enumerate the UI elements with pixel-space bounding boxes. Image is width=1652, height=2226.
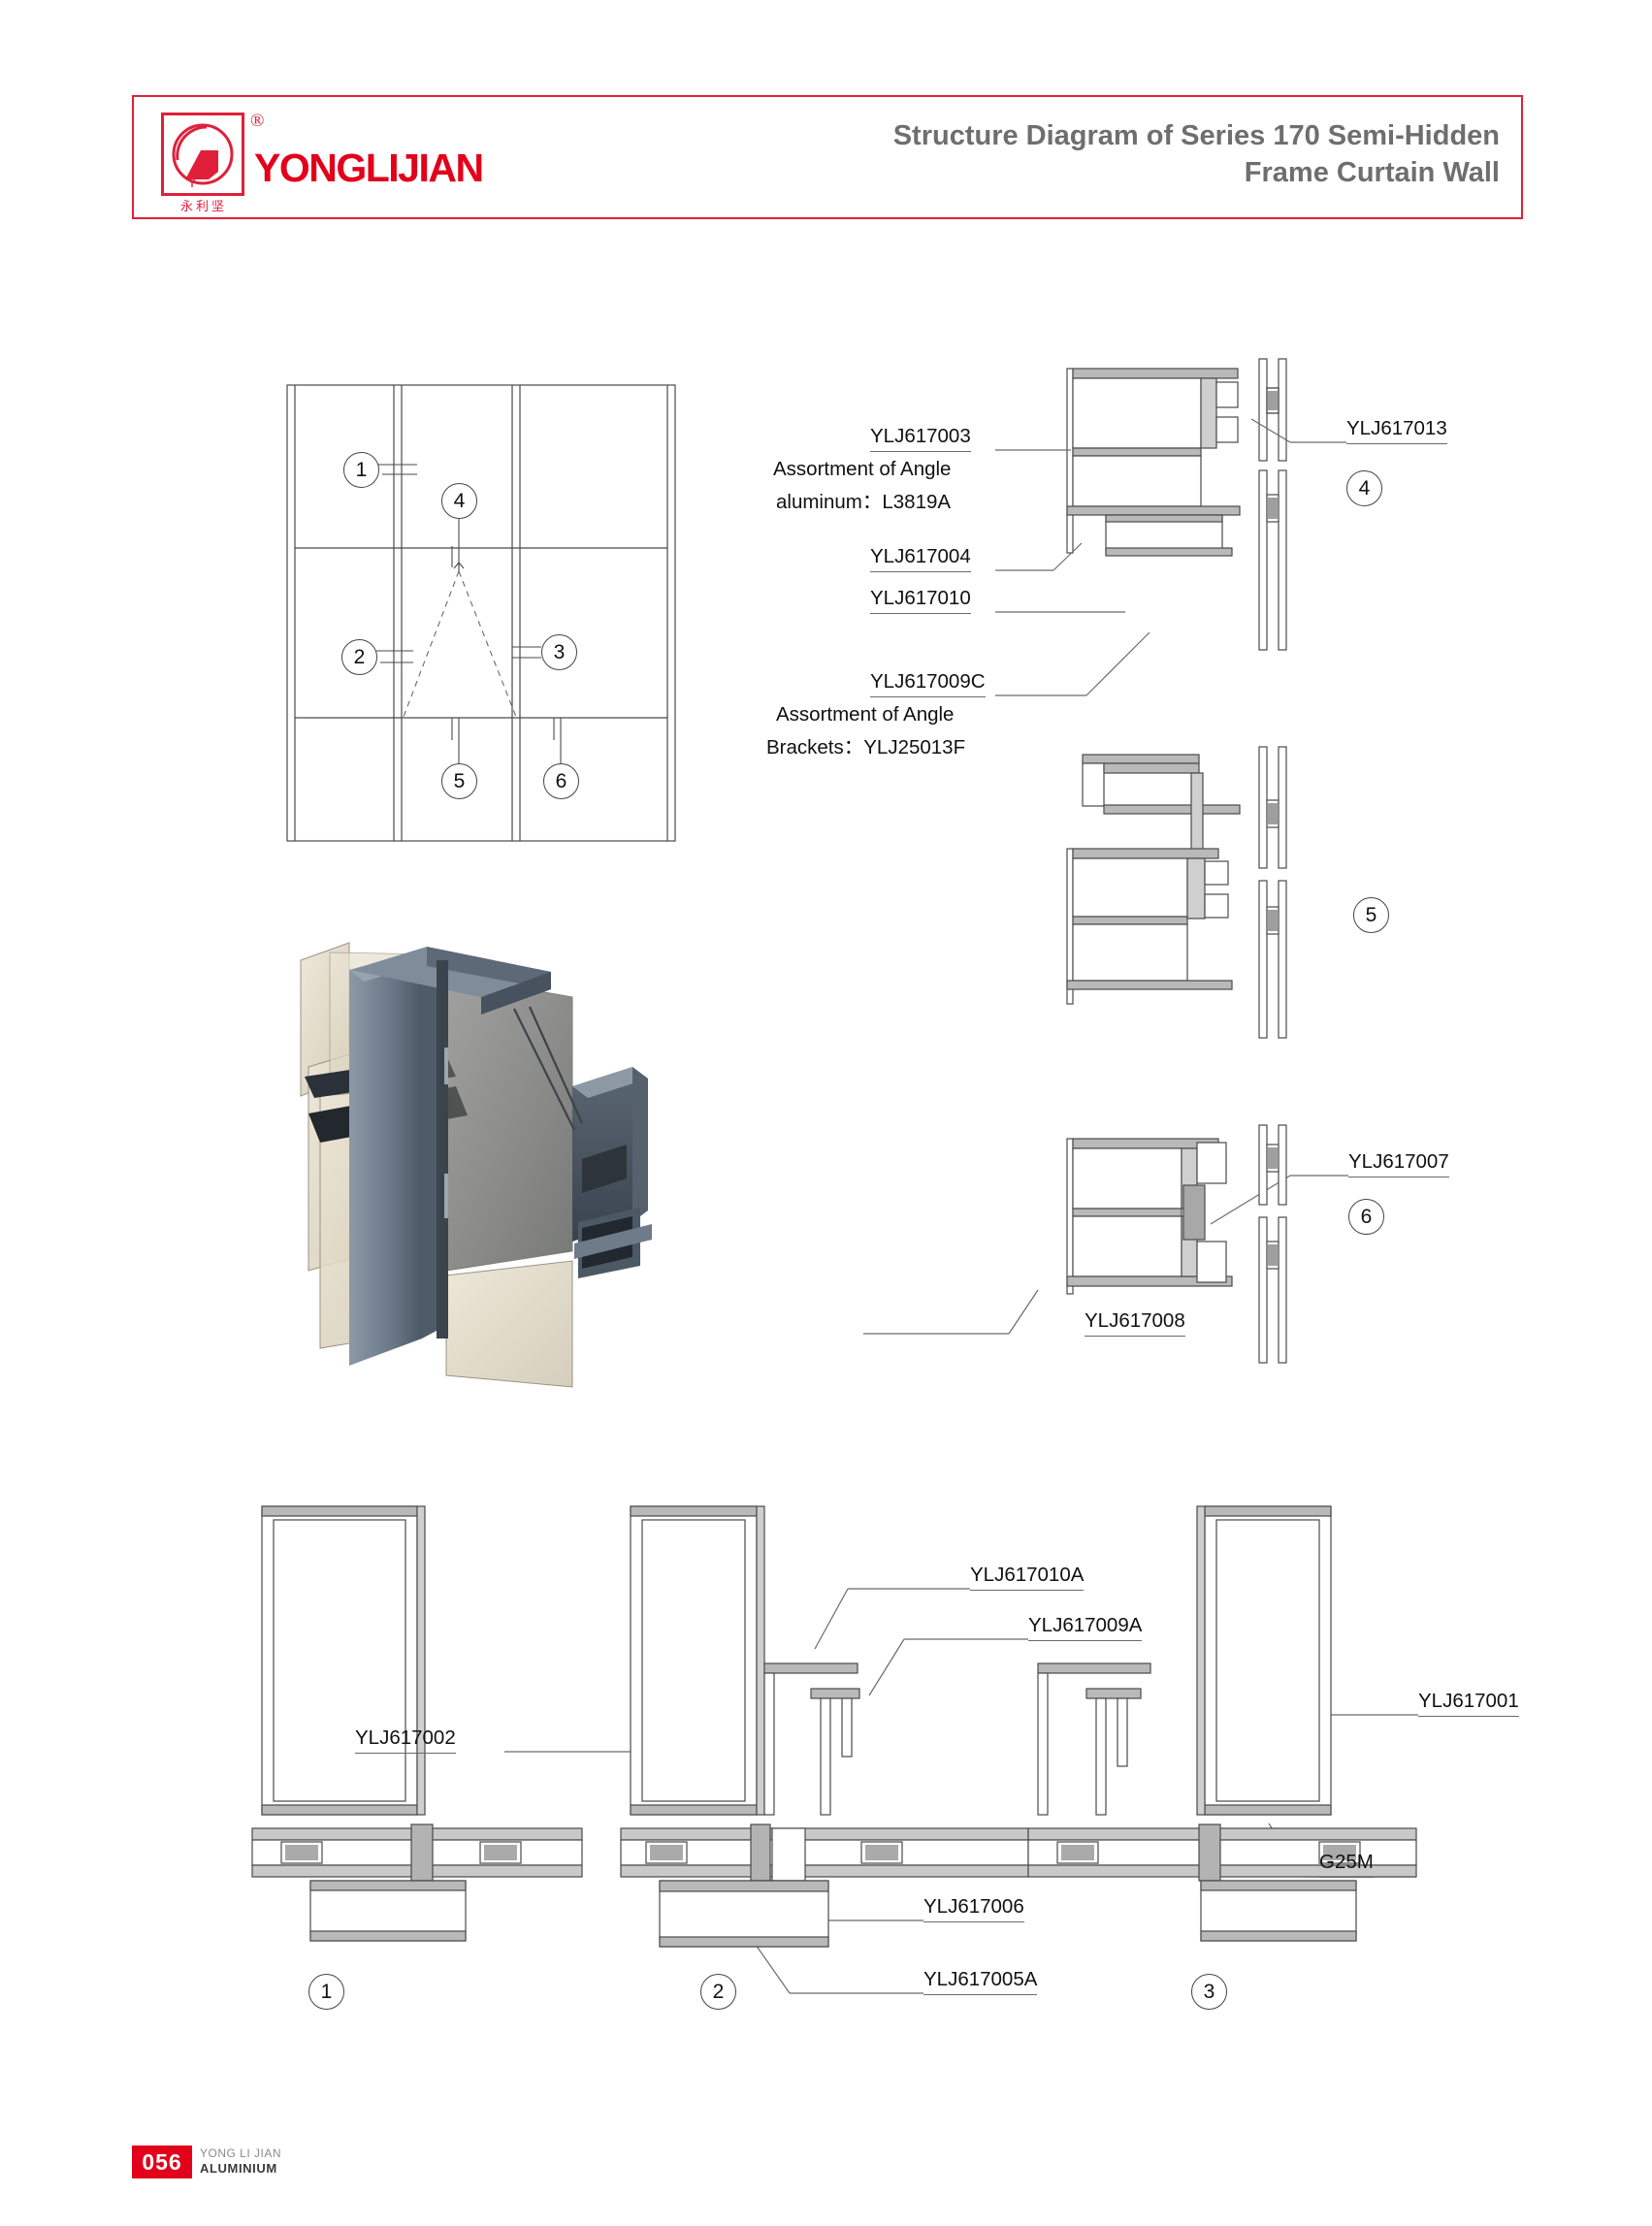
detail-marker-4: 4 xyxy=(1346,470,1382,506)
brand-chinese-name: 永利坚 xyxy=(179,199,227,213)
detail-marker-5: 5 xyxy=(1353,897,1389,933)
detail-section-2-drawing xyxy=(620,1499,1029,1948)
label-ylj617009c: YLJ617009C xyxy=(870,670,986,697)
label-ylj617003: YLJ617003 xyxy=(870,425,971,452)
yonglijian-logo-icon: Y xyxy=(161,113,244,196)
svg-text:Y: Y xyxy=(187,175,197,191)
registered-trademark-icon: ® xyxy=(250,111,265,131)
label-ylj617004: YLJ617004 xyxy=(870,545,971,572)
label-ylj617013: YLJ617013 xyxy=(1346,417,1447,444)
page-header: Y ® YONGLIJIAN 永利坚 Structure Diagram of … xyxy=(132,95,1523,219)
detail-4-glazing-strip xyxy=(1249,358,1317,651)
label-g25m: G25M xyxy=(1319,1851,1374,1878)
detail-6-glazing-strip xyxy=(1249,1124,1317,1368)
brand-wordmark: YONGLIJIAN xyxy=(254,145,484,190)
label-assortment-angle-brackets-line1: Assortment of Angle xyxy=(776,703,955,726)
detail-section-3-drawing xyxy=(1027,1499,1417,1945)
detail-marker-6: 6 xyxy=(1348,1199,1384,1235)
footer-company-line1: YONG LI JIAN xyxy=(200,2146,282,2160)
label-ylj617008: YLJ617008 xyxy=(1085,1309,1185,1337)
detail-marker-bottom-3: 3 xyxy=(1191,1974,1227,2010)
detail-section-5-drawing xyxy=(1048,747,1358,1038)
elevation-marker-3: 3 xyxy=(541,634,577,670)
footer-company-line2: ALUMINIUM xyxy=(200,2161,277,2176)
3d-corner-assembly-render xyxy=(291,931,698,1397)
brand-logo: Y ® YONGLIJIAN 永利坚 xyxy=(149,105,557,213)
label-ylj617001: YLJ617001 xyxy=(1418,1690,1519,1717)
detail-5-glazing-strip xyxy=(1249,746,1317,1039)
elevation-marker-1: 1 xyxy=(343,452,379,488)
page-title-line1: Structure Diagram of Series 170 Semi-Hid… xyxy=(892,120,1500,151)
label-ylj617010a: YLJ617010A xyxy=(970,1564,1085,1591)
elevation-key-plan: 1 4 2 3 5 6 xyxy=(281,383,689,844)
label-ylj617002: YLJ617002 xyxy=(355,1726,456,1754)
label-ylj617006: YLJ617006 xyxy=(923,1895,1024,1922)
label-assortment-angle-aluminum-line1: Assortment of Angle xyxy=(773,458,952,480)
detail-marker-bottom-2: 2 xyxy=(700,1974,736,2010)
label-assortment-angle-brackets-line2: Brackets：YLJ25013F xyxy=(766,736,966,758)
elevation-drawing xyxy=(286,384,676,842)
detail-marker-bottom-1: 1 xyxy=(308,1974,344,2010)
label-ylj617007: YLJ617007 xyxy=(1348,1150,1449,1178)
page-footer: 056 YONG LI JIAN ALUMINIUM xyxy=(132,2145,423,2188)
label-ylj617009a: YLJ617009A xyxy=(1028,1614,1143,1641)
elevation-marker-6: 6 xyxy=(543,763,579,799)
page-title: Structure Diagram of Series 170 Semi-Hid… xyxy=(646,118,1500,191)
label-assortment-angle-aluminum-line2: aluminum：L3819A xyxy=(776,491,952,513)
detail-section-1-drawing xyxy=(251,1499,583,1945)
label-ylj617005a: YLJ617005A xyxy=(923,1968,1038,1995)
elevation-marker-4: 4 xyxy=(441,483,477,519)
label-ylj617010: YLJ617010 xyxy=(870,587,971,614)
detail-section-4-drawing xyxy=(1048,359,1358,650)
page-title-line2: Frame Curtain Wall xyxy=(1244,156,1500,188)
detail-section-6-drawing xyxy=(1048,1125,1358,1358)
elevation-marker-2: 2 xyxy=(341,639,377,675)
elevation-marker-5: 5 xyxy=(441,763,477,799)
page-number-badge: 056 xyxy=(132,2145,192,2178)
